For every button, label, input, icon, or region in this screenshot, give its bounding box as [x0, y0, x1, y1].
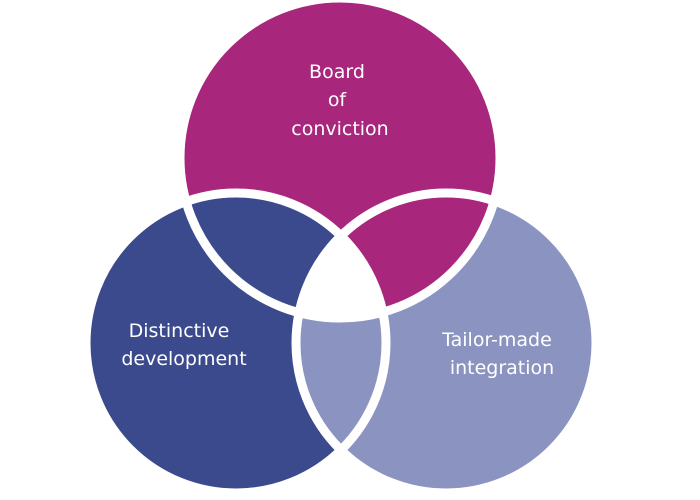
- circle-separators: [81, 0, 601, 498]
- label-distinctive-development: Distinctive development: [121, 320, 246, 370]
- label-board-of-conviction: Board of conviction: [291, 61, 388, 140]
- label-tailor-made-integration: Tailor-made integration: [441, 329, 558, 379]
